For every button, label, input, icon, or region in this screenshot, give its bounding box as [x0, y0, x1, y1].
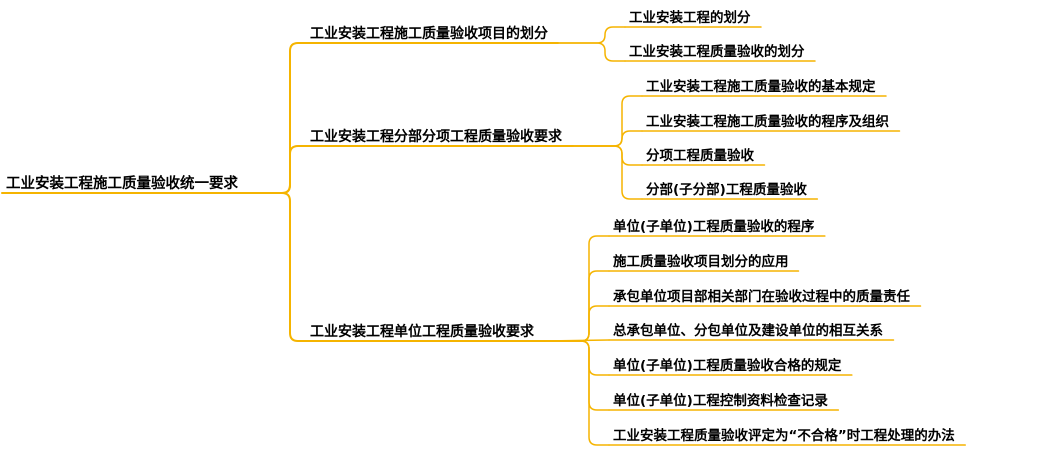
root-node-label: 工业安装工程施工质量验收统一要求 [6, 174, 238, 192]
branch-2-to-leaf-2-2-link [572, 130, 643, 147]
leaf-node-3-3[interactable]: 承包单位项目部相关部门在验收过程中的质量责任 [613, 288, 910, 305]
root-node[interactable]: 工业安装工程施工质量验收统一要求 [6, 174, 238, 192]
leaf-node-2-4[interactable]: 分部(子分部)工程质量验收 [646, 181, 807, 198]
root-to-branch-3-link [251, 192, 307, 342]
root-to-branch-1-link [251, 42, 307, 194]
branch-2-to-leaf-2-4-link [572, 145, 643, 200]
leaf-3-4-label: 总承包单位、分包单位及建设单位的相互关系 [613, 322, 883, 339]
branch-1-label: 工业安装工程施工质量验收项目的划分 [310, 25, 548, 42]
branch-node-3[interactable]: 工业安装工程单位工程质量验收要求 [310, 323, 535, 340]
leaf-3-5-label: 单位(子单位)工程质量验收合格的规定 [613, 357, 842, 374]
leaf-node-3-6[interactable]: 单位(子单位)工程控制资料检查记录 [613, 392, 828, 409]
leaf-2-1-label: 工业安装工程施工质量验收的基本规定 [646, 78, 876, 95]
branch-3-to-leaf-3-5-link [544, 340, 610, 376]
branch-3-to-leaf-3-1-link [544, 235, 610, 342]
branch-node-1[interactable]: 工业安装工程施工质量验收项目的划分 [310, 25, 548, 42]
leaf-node-3-2[interactable]: 施工质量验收项目划分的应用 [613, 253, 789, 270]
leaf-1-2-label: 工业安装工程质量验收的划分 [629, 43, 805, 60]
leaf-node-3-1[interactable]: 单位(子单位)工程质量验收的程序 [613, 218, 815, 235]
leaf-node-3-7[interactable]: 工业安装工程质量验收评定为“不合格”时工程处理的办法 [613, 427, 955, 444]
leaf-2-4-label: 分部(子分部)工程质量验收 [646, 181, 807, 198]
leaf-3-3-label: 承包单位项目部相关部门在验收过程中的质量责任 [613, 288, 910, 305]
leaf-node-1-2[interactable]: 工业安装工程质量验收的划分 [629, 43, 805, 60]
leaf-3-7-label: 工业安装工程质量验收评定为“不合格”时工程处理的办法 [613, 427, 955, 444]
leaf-node-3-5[interactable]: 单位(子单位)工程质量验收合格的规定 [613, 357, 842, 374]
leaf-node-3-4[interactable]: 总承包单位、分包单位及建设单位的相互关系 [613, 322, 883, 339]
branch-2-label: 工业安装工程分部分项工程质量验收要求 [310, 128, 563, 145]
leaf-node-2-2[interactable]: 工业安装工程施工质量验收的程序及组织 [646, 113, 889, 130]
leaf-3-1-label: 单位(子单位)工程质量验收的程序 [613, 218, 815, 235]
branch-3-to-leaf-3-7-link [544, 340, 610, 446]
leaf-1-1-label: 工业安装工程的划分 [629, 9, 751, 26]
leaf-2-3-label: 分项工程质量验收 [646, 147, 754, 164]
branch-3-to-leaf-3-3-link [544, 305, 610, 342]
leaf-node-2-3[interactable]: 分项工程质量验收 [646, 147, 754, 164]
branch-3-label: 工业安装工程单位工程质量验收要求 [310, 323, 535, 340]
leaf-2-2-label: 工业安装工程施工质量验收的程序及组织 [646, 113, 889, 130]
branch-2-to-leaf-2-1-link [572, 95, 643, 147]
branch-node-2[interactable]: 工业安装工程分部分项工程质量验收要求 [310, 128, 563, 145]
connector-lines [1, 26, 966, 446]
branch-1-to-leaf-1-2-link [557, 42, 626, 62]
branch-1-to-leaf-1-1-link [557, 26, 626, 44]
leaf-node-2-1[interactable]: 工业安装工程施工质量验收的基本规定 [646, 78, 876, 95]
leaf-3-6-label: 单位(子单位)工程控制资料检查记录 [613, 392, 828, 409]
root-to-branch-2-link [251, 145, 307, 194]
leaf-node-1-1[interactable]: 工业安装工程的划分 [629, 9, 751, 26]
branch-2-to-leaf-2-3-link [572, 145, 643, 166]
leaf-3-2-label: 施工质量验收项目划分的应用 [613, 253, 789, 270]
